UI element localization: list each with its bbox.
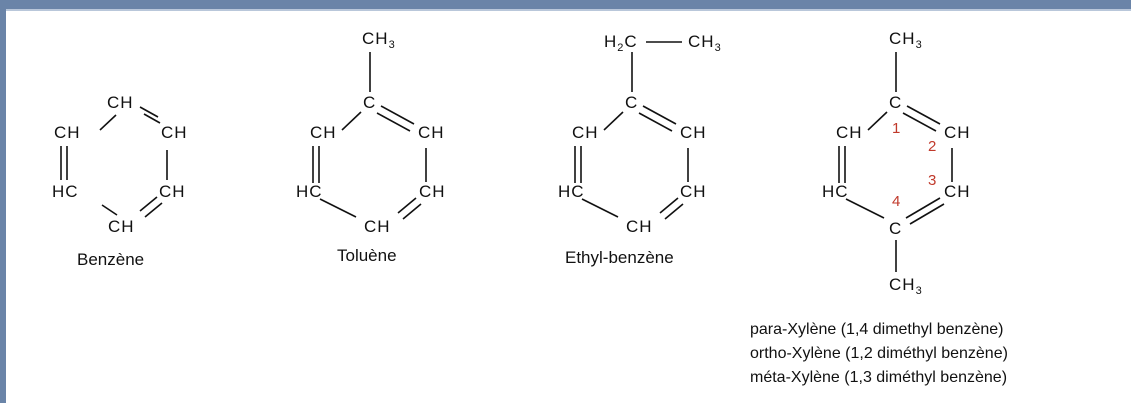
atom-hc: HC <box>52 182 79 201</box>
bond <box>101 204 118 216</box>
bond <box>603 111 624 131</box>
atom-ch: CH <box>107 93 134 112</box>
bond <box>867 111 888 131</box>
bond <box>341 111 362 131</box>
position-number-3: 3 <box>928 172 936 189</box>
atom-ch: CH <box>572 123 599 142</box>
double-bond <box>139 106 159 118</box>
atom-ch3: CH3 <box>688 32 722 54</box>
atom-ch: CH <box>310 123 337 142</box>
atom-ch: CH <box>161 123 188 142</box>
atom-ch: CH <box>159 182 186 201</box>
position-number-4: 4 <box>892 193 900 210</box>
atom-ch: CH <box>419 182 446 201</box>
atom-c: C <box>889 93 902 112</box>
atom-hc: HC <box>822 182 849 201</box>
position-number-2: 2 <box>928 138 936 155</box>
bond <box>319 198 357 218</box>
bond <box>99 114 117 131</box>
bond <box>845 198 885 219</box>
note-para-xylene: para-Xylène (1,4 dimethyl benzène) <box>750 321 1004 338</box>
toluene-structure: CH3 C CH CH HC CH CH Toluène <box>296 29 446 265</box>
atom-ch3: CH3 <box>362 29 396 51</box>
double-bond <box>638 112 673 132</box>
atom-ch: CH <box>364 217 391 236</box>
atom-c: C <box>363 93 376 112</box>
molecule-name-benzene: Benzène <box>77 250 144 269</box>
double-bond <box>402 203 422 220</box>
double-bond <box>659 197 679 214</box>
atom-c: C <box>889 219 902 238</box>
double-bond <box>139 196 158 212</box>
atom-hc: HC <box>558 182 585 201</box>
molecule-name-ethylbenzene: Ethyl-benzène <box>565 248 674 267</box>
atom-h2c: H2C <box>604 32 638 54</box>
double-bond <box>380 105 415 125</box>
para-xylene-structure: CH3 C CH CH HC CH C CH3 1 2 3 4 <box>822 29 971 297</box>
double-bond <box>905 197 941 219</box>
position-number-1: 1 <box>892 120 900 137</box>
atom-ch: CH <box>680 182 707 201</box>
bond <box>581 198 619 218</box>
atom-hc: HC <box>296 182 323 201</box>
double-bond <box>664 203 684 220</box>
note-meta-xylene: méta-Xylène (1,3 diméthyl benzène) <box>750 369 1008 386</box>
atom-ch: CH <box>944 182 971 201</box>
molecule-name-toluene: Toluène <box>337 246 397 265</box>
benzene-structure: CH CH CH HC CH CH Benzène <box>52 93 188 269</box>
double-bond <box>906 105 941 125</box>
note-ortho-xylene: ortho-Xylène (1,2 diméthyl benzène) <box>750 345 1008 362</box>
double-bond <box>909 203 945 225</box>
xylene-isomer-notes: para-Xylène (1,4 dimethyl benzène) ortho… <box>750 318 1008 390</box>
double-bond <box>376 112 411 132</box>
atom-ch3: CH3 <box>889 275 923 297</box>
double-bond <box>144 202 163 218</box>
double-bond <box>902 112 937 132</box>
double-bond <box>143 113 161 124</box>
atom-ch: CH <box>626 217 653 236</box>
atom-c: C <box>625 93 638 112</box>
atom-ch: CH <box>108 217 135 236</box>
atom-ch: CH <box>680 123 707 142</box>
atom-ch: CH <box>836 123 863 142</box>
double-bond <box>397 197 417 214</box>
double-bond <box>642 105 677 125</box>
atom-ch: CH <box>418 123 445 142</box>
atom-ch3: CH3 <box>889 29 923 51</box>
ethylbenzene-structure: H2C CH3 C CH CH HC CH CH Ethyl-benzène <box>558 32 722 267</box>
atom-ch: CH <box>54 123 81 142</box>
atom-ch: CH <box>944 123 971 142</box>
